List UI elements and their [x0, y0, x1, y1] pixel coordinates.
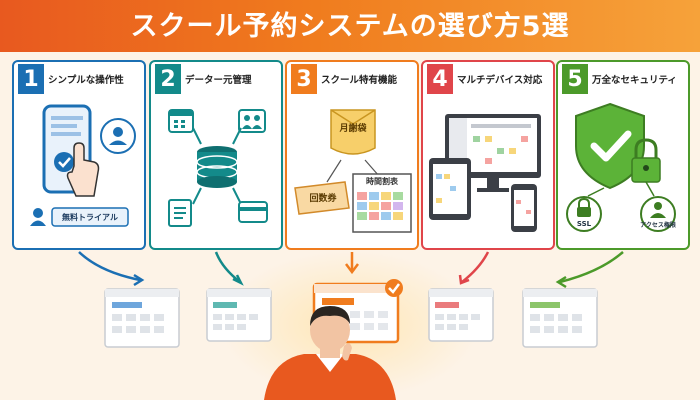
- ssl-label: SSL: [576, 220, 592, 228]
- preview-screen-teal: [206, 288, 272, 342]
- card-number: 5: [562, 64, 588, 94]
- card-title: シンプルな操作性: [48, 75, 124, 86]
- free-trial-badge: 無料トライアル: [62, 213, 118, 222]
- multi-device-icon: [429, 114, 541, 232]
- timetable-label: 時間割表: [366, 177, 398, 186]
- card-header: 4 マルチデバイス対応: [423, 62, 553, 96]
- card-header: 5 万全なセキュリティ: [558, 62, 688, 96]
- page-title: スクール予約システムの選び方5選: [130, 11, 570, 42]
- card-title: マルチデバイス対応: [457, 75, 543, 86]
- card-number: 1: [18, 64, 44, 94]
- card-number: 2: [155, 64, 181, 94]
- preview-screen-green: [522, 288, 598, 348]
- card-title: データー元管理: [185, 75, 252, 86]
- card-title: 万全なセキュリティ: [592, 75, 677, 86]
- preview-screen-red: [428, 288, 494, 342]
- card-header: 2 データー元管理: [151, 62, 281, 96]
- smartphone-touch-icon: [30, 104, 136, 227]
- tuition-envelope-label: 月謝袋: [339, 124, 367, 134]
- card-security: 5 万全なセキュリティ SSL アクセス権限: [556, 60, 690, 250]
- preview-screen-blue: [104, 288, 180, 348]
- card-header: 3 スクール特有機能: [287, 62, 417, 96]
- check-icon: [385, 279, 403, 297]
- card-school-features: 3 スクール特有機能 月謝袋 回数券 時間割表: [285, 60, 419, 250]
- database-icon: [168, 109, 268, 227]
- title-banner: [0, 0, 700, 52]
- card-simple-operation: 1 シンプルな操作性 無料トライアル: [12, 60, 146, 250]
- card-title: スクール特有機能: [321, 75, 398, 86]
- card-data-management: 2 データー元管理: [149, 60, 283, 250]
- card-number: 4: [427, 64, 453, 94]
- coupon-ticket-label: 回数券: [309, 194, 337, 204]
- security-shield-icon: [566, 102, 676, 232]
- tuition-ticket-timetable-icon: [294, 109, 412, 233]
- connector-arrows: [78, 251, 624, 289]
- access-rights-label: アクセス権限: [640, 222, 676, 229]
- card-multi-device: 4 マルチデバイス対応: [421, 60, 555, 250]
- thinking-person-illustration: [264, 306, 396, 400]
- card-number: 3: [291, 64, 317, 94]
- card-header: 1 シンプルな操作性: [14, 62, 144, 96]
